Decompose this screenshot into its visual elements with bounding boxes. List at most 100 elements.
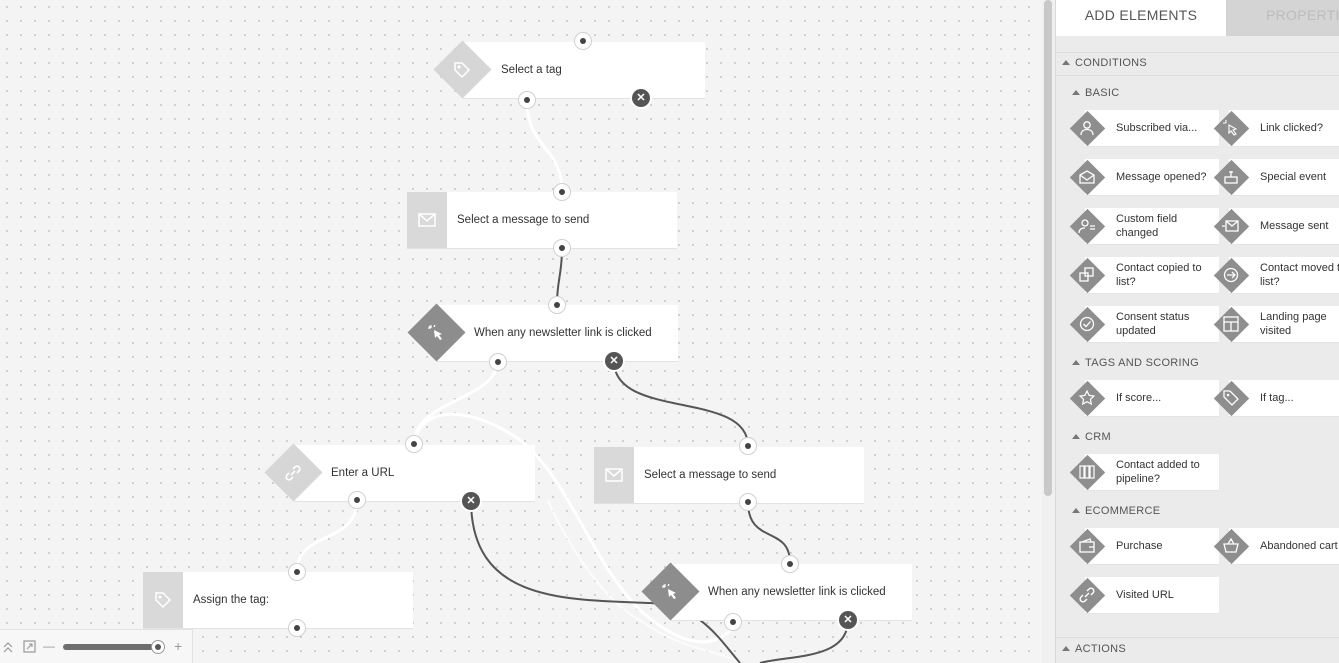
element-label: Link clicked? bbox=[1260, 122, 1323, 134]
wire bbox=[525, 99, 564, 193]
element-if-tag[interactable]: If tag... bbox=[1213, 380, 1339, 418]
subsection-ecommerce[interactable]: ECOMMERCE bbox=[1072, 505, 1160, 517]
node-link-clicked[interactable]: When any newsletter link is clicked bbox=[407, 303, 678, 362]
node-label: Select a tag bbox=[501, 64, 562, 76]
element-contact-added-pipeline[interactable]: Contact added to pipeline? bbox=[1069, 454, 1219, 492]
tag-icon bbox=[1223, 390, 1239, 406]
collapse-icon bbox=[1072, 360, 1080, 365]
wire bbox=[556, 247, 563, 305]
divider bbox=[1056, 52, 1339, 53]
section-actions[interactable]: ACTIONS bbox=[1062, 643, 1126, 655]
user-icon bbox=[1080, 121, 1094, 136]
layout-icon bbox=[1223, 316, 1239, 332]
input-port[interactable] bbox=[740, 438, 756, 454]
elements-panel: ADD ELEMENTS PROPERTIES CONDITIONS BASIC… bbox=[1055, 0, 1339, 663]
fit-screen-icon[interactable] bbox=[23, 640, 36, 653]
cursor-click-icon bbox=[1223, 120, 1238, 136]
element-label: Consent status updated bbox=[1116, 311, 1190, 337]
cake-icon bbox=[1224, 171, 1238, 184]
node-select-tag[interactable]: Select a tag bbox=[433, 40, 708, 99]
node-label: Assign the tag: bbox=[193, 594, 270, 606]
workflow-canvas[interactable]: Select a tag ✕ Select a message to send … bbox=[0, 0, 1042, 663]
section-conditions[interactable]: CONDITIONS bbox=[1062, 57, 1147, 69]
output-port[interactable] bbox=[289, 620, 305, 636]
element-contact-copied[interactable]: Contact copied to list? bbox=[1069, 257, 1219, 295]
collapse-icon bbox=[1062, 60, 1070, 65]
node-assign-tag[interactable]: Assign the tag: bbox=[143, 572, 413, 629]
element-special-event[interactable]: Special event bbox=[1213, 159, 1339, 197]
wire bbox=[295, 499, 359, 573]
collapse-icon bbox=[1062, 646, 1070, 651]
zoom-in-button[interactable]: + bbox=[174, 638, 183, 654]
input-port[interactable] bbox=[575, 33, 591, 49]
zoom-out-button[interactable]: — bbox=[43, 639, 55, 653]
output-port[interactable] bbox=[725, 614, 741, 630]
element-label: If tag... bbox=[1260, 392, 1294, 404]
collapse-icon bbox=[1072, 90, 1080, 95]
zoom-slider-handle[interactable] bbox=[151, 640, 165, 654]
element-if-score[interactable]: If score... bbox=[1069, 380, 1219, 418]
output-port[interactable] bbox=[490, 354, 506, 370]
wire bbox=[747, 501, 791, 564]
element-contact-moved[interactable]: Contact moved to list? bbox=[1213, 257, 1339, 295]
message-node-square bbox=[594, 447, 634, 503]
element-subscribed-via[interactable]: Subscribed via... bbox=[1069, 110, 1219, 148]
element-message-sent[interactable]: Message sent bbox=[1213, 208, 1339, 246]
node-select-message-2[interactable]: Select a message to send bbox=[594, 447, 864, 504]
output-port[interactable] bbox=[554, 240, 570, 256]
remove-node-button[interactable]: ✕ bbox=[632, 89, 650, 107]
element-landing-page-visited[interactable]: Landing page visited bbox=[1213, 306, 1339, 344]
node-label: When any newsletter link is clicked bbox=[474, 327, 652, 339]
collapse-up-icon[interactable] bbox=[3, 641, 13, 653]
element-abandoned-cart[interactable]: Abandoned cart bbox=[1213, 528, 1339, 566]
input-port[interactable] bbox=[549, 297, 565, 313]
remove-node-button[interactable]: ✕ bbox=[839, 611, 857, 629]
node-select-message[interactable]: Select a message to send bbox=[407, 192, 677, 249]
wire bbox=[412, 412, 737, 644]
wire bbox=[412, 359, 500, 445]
node-enter-url[interactable]: Enter a URL bbox=[264, 443, 535, 502]
element-label: Visited URL bbox=[1116, 589, 1174, 601]
element-label: Special event bbox=[1260, 171, 1327, 183]
output-port[interactable] bbox=[349, 492, 365, 508]
envelope-open-icon bbox=[1079, 170, 1095, 184]
canvas-scrollbar[interactable] bbox=[1042, 0, 1055, 663]
input-port[interactable] bbox=[554, 184, 570, 200]
input-port[interactable] bbox=[782, 556, 798, 572]
element-consent-status[interactable]: Consent status updated bbox=[1069, 306, 1219, 344]
input-port[interactable] bbox=[289, 564, 305, 580]
element-label: Contact moved to list? bbox=[1260, 262, 1339, 288]
subsection-tags-scoring[interactable]: TAGS AND SCORING bbox=[1072, 357, 1199, 369]
node-label: Select a message to send bbox=[644, 469, 777, 481]
subsection-basic[interactable]: BASIC bbox=[1072, 87, 1120, 99]
element-label: Contact added to pipeline? bbox=[1116, 459, 1200, 485]
basket-icon bbox=[1223, 537, 1239, 553]
tab-add-elements[interactable]: ADD ELEMENTS bbox=[1056, 0, 1226, 36]
wire bbox=[547, 499, 741, 663]
element-label: If score... bbox=[1116, 392, 1162, 404]
star-icon bbox=[1078, 389, 1096, 406]
zoom-slider-track[interactable] bbox=[63, 644, 158, 650]
node-link-clicked-2[interactable]: When any newsletter link is clicked bbox=[641, 562, 912, 621]
remove-node-button[interactable]: ✕ bbox=[462, 492, 480, 510]
collapse-icon bbox=[1072, 434, 1080, 439]
user-edit-icon bbox=[1078, 219, 1095, 234]
element-visited-url[interactable]: Visited URL bbox=[1069, 577, 1219, 615]
collapse-icon bbox=[1072, 508, 1080, 513]
output-port[interactable] bbox=[519, 92, 535, 108]
element-label: Landing page visited bbox=[1260, 311, 1327, 337]
element-purchase[interactable]: Purchase bbox=[1069, 528, 1219, 566]
subsection-crm[interactable]: CRM bbox=[1072, 431, 1111, 443]
element-label: Subscribed via... bbox=[1116, 122, 1198, 134]
input-port[interactable] bbox=[406, 436, 422, 452]
scrollbar-thumb[interactable] bbox=[1044, 0, 1052, 496]
zoom-controls: — + bbox=[0, 629, 193, 663]
tab-properties[interactable]: PROPERTIES bbox=[1226, 0, 1339, 36]
element-message-opened[interactable]: Message opened? bbox=[1069, 159, 1219, 197]
remove-node-button[interactable]: ✕ bbox=[605, 352, 623, 370]
link-icon bbox=[1079, 587, 1095, 603]
element-link-clicked[interactable]: Link clicked? bbox=[1213, 110, 1339, 148]
element-custom-field-changed[interactable]: Custom field changed bbox=[1069, 208, 1219, 246]
link-icon bbox=[285, 465, 301, 481]
output-port[interactable] bbox=[740, 494, 756, 510]
